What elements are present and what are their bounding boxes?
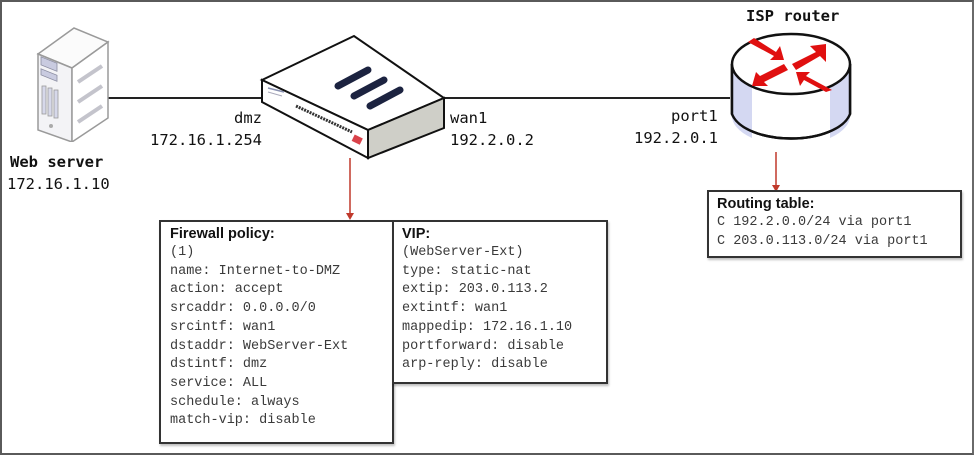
server-tower-icon bbox=[36, 27, 110, 142]
vip-field: arp-reply: disable bbox=[402, 357, 548, 373]
policy-field: action: accept bbox=[170, 282, 284, 298]
vip-title: VIP: bbox=[402, 226, 431, 242]
vip-field: type: static-nat bbox=[402, 263, 532, 279]
firewall-appliance-icon bbox=[259, 34, 447, 160]
policy-field: srcintf: wan1 bbox=[170, 319, 276, 335]
policy-field: (1) bbox=[170, 245, 195, 260]
isp-router-name: ISP router bbox=[746, 7, 840, 25]
policy-field: dstaddr: WebServer-Ext bbox=[170, 338, 349, 354]
port1-interface-label: port1 bbox=[671, 107, 718, 125]
route-entry: C 192.2.0.0/24 via port1 bbox=[717, 215, 912, 230]
web-server-ip: 172.16.1.10 bbox=[7, 175, 110, 193]
vip-box: VIP: (WebServer-Ext) type: static-nat ex… bbox=[392, 220, 608, 384]
fortinet-logo-icon bbox=[334, 66, 404, 110]
route-entry: C 203.0.113.0/24 via port1 bbox=[717, 233, 928, 249]
vip-field: extintf: wan1 bbox=[402, 301, 508, 317]
firewall-policy-box: Firewall policy: (1) name: Internet-to-D… bbox=[159, 220, 394, 444]
port1-ip: 192.2.0.1 bbox=[634, 129, 718, 147]
dmz-interface-label: dmz bbox=[234, 109, 262, 127]
vip-field: portforward: disable bbox=[402, 338, 565, 354]
policy-field: dstintf: dmz bbox=[170, 357, 268, 373]
web-server-name: Web server bbox=[10, 153, 104, 171]
policy-field: schedule: always bbox=[170, 394, 300, 410]
dmz-ip: 172.16.1.254 bbox=[150, 131, 262, 149]
policy-field: match-vip: disable bbox=[170, 413, 316, 429]
wan1-interface-label: wan1 bbox=[450, 109, 488, 127]
router-arrows-icon bbox=[748, 38, 832, 92]
routing-table-box: Routing table: C 192.2.0.0/24 via port1 … bbox=[707, 190, 962, 258]
status-led-icon bbox=[351, 134, 363, 145]
vip-field: extip: 203.0.113.2 bbox=[402, 282, 548, 298]
policy-field: srcaddr: 0.0.0.0/0 bbox=[170, 301, 316, 317]
firewall-policy-title: Firewall policy: bbox=[170, 226, 275, 242]
annotation-arrowhead-firewall bbox=[346, 213, 354, 220]
wan1-ip: 192.2.0.2 bbox=[450, 131, 534, 149]
router-icon bbox=[730, 32, 852, 140]
annotation-arrowhead-router bbox=[772, 185, 780, 192]
policy-field: name: Internet-to-DMZ bbox=[170, 263, 341, 279]
routing-table-title: Routing table: bbox=[717, 196, 815, 212]
vip-field: mappedip: 172.16.1.10 bbox=[402, 319, 573, 335]
vip-field: (WebServer-Ext) bbox=[402, 245, 524, 260]
policy-field: service: ALL bbox=[170, 375, 268, 391]
